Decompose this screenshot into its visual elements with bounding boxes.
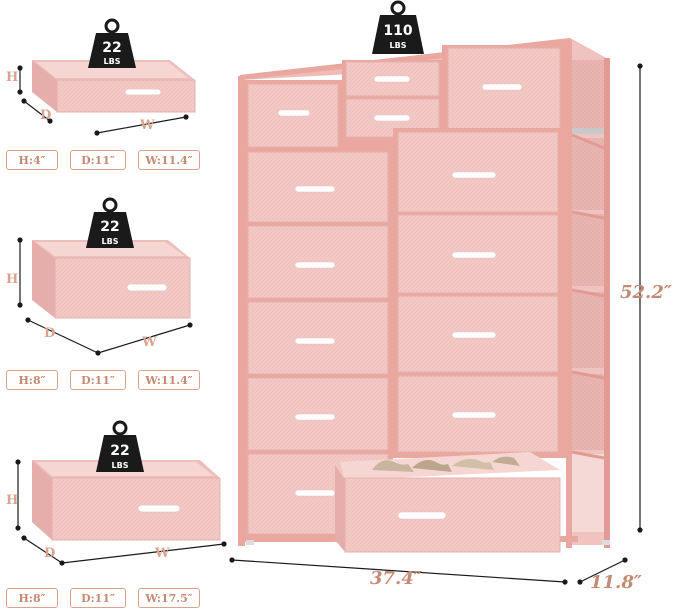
large-drawer-height-pill: H:8″ bbox=[6, 588, 58, 608]
weight-icon: 22 LBS bbox=[88, 18, 136, 68]
medium-drawer-w-letter: W bbox=[142, 335, 157, 350]
small-drawer-depth-pill: D:11″ bbox=[70, 150, 126, 170]
small-drawer-illustration bbox=[32, 60, 196, 113]
weight-icon: 22 LBS bbox=[86, 197, 134, 248]
medium-drawer-height-pill: H:8″ bbox=[6, 370, 58, 390]
svg-text:LBS: LBS bbox=[112, 461, 129, 470]
small-drawer-dimension-lines bbox=[17, 65, 189, 136]
medium-drawer-illustration bbox=[32, 240, 191, 319]
medium-drawer-depth-pill: D:11″ bbox=[70, 370, 126, 390]
small-drawer-handle bbox=[124, 88, 162, 96]
open-drawer-with-shoes bbox=[335, 452, 561, 553]
svg-text:22: 22 bbox=[102, 40, 121, 56]
large-drawer-depth-pill: D:11″ bbox=[70, 588, 126, 608]
medium-drawer-handle bbox=[126, 283, 168, 292]
large-drawer-width-pill: W:17.5″ bbox=[138, 588, 200, 608]
large-drawer-h-letter: H bbox=[6, 493, 19, 508]
svg-text:22: 22 bbox=[110, 443, 129, 459]
svg-text:LBS: LBS bbox=[104, 57, 121, 66]
medium-drawer-h-letter: H bbox=[6, 272, 19, 287]
dresser-dimension-lines bbox=[229, 63, 643, 585]
svg-text:LBS: LBS bbox=[102, 237, 119, 246]
medium-drawer-d-letter: D bbox=[44, 326, 56, 341]
small-drawer-h-letter: H bbox=[6, 70, 19, 85]
small-drawer-height-pill: H:4″ bbox=[6, 150, 58, 170]
small-drawer-width-pill: W:11.4″ bbox=[138, 150, 200, 170]
large-drawer-handle bbox=[137, 504, 181, 513]
dresser-width-label: 37.4″ bbox=[370, 568, 422, 589]
small-drawer-d-letter: D bbox=[40, 108, 52, 123]
weight-icon: 22 LBS bbox=[96, 420, 144, 472]
dresser-height-label: 52.2″ bbox=[620, 282, 672, 303]
large-drawer-w-letter: W bbox=[155, 546, 170, 561]
medium-drawer-width-pill: W:11.4″ bbox=[138, 370, 200, 390]
large-drawer-d-letter: D bbox=[44, 546, 56, 561]
svg-text:22: 22 bbox=[100, 219, 119, 235]
svg-text:110: 110 bbox=[383, 23, 412, 39]
dresser-depth-label: 11.8″ bbox=[590, 572, 642, 593]
weight-icon: 110 LBS bbox=[372, 0, 424, 54]
medium-drawer-dimension-lines bbox=[17, 237, 193, 356]
small-drawer-w-letter: W bbox=[140, 118, 155, 133]
svg-text:LBS: LBS bbox=[390, 41, 407, 50]
large-drawer-dimension-lines bbox=[15, 459, 227, 566]
dresser-illustration bbox=[238, 38, 610, 553]
